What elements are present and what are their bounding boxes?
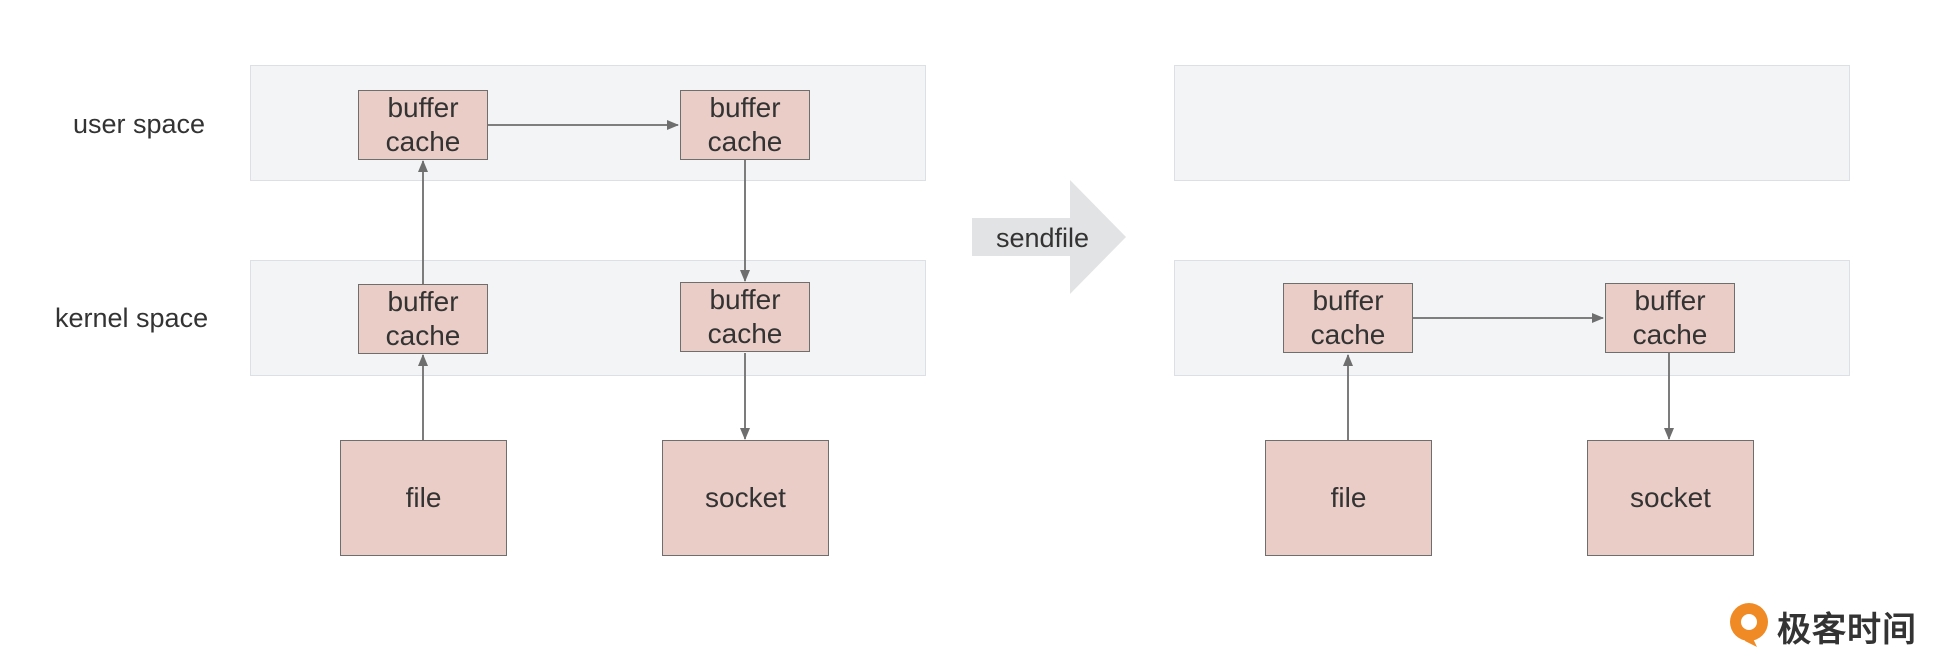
right-socket-box: socket [1587, 440, 1754, 556]
socket-label: socket [705, 482, 786, 514]
box-line: cache [385, 126, 461, 157]
box-line: cache [1632, 319, 1708, 350]
box-line: buffer [387, 286, 459, 318]
box-line: buffer [1312, 285, 1384, 317]
box-line: cache [385, 320, 461, 351]
box-line: cache [1310, 319, 1386, 350]
geektime-logo: 极客时间 [1727, 601, 1917, 651]
box-line: cache [707, 318, 783, 349]
logo-text: 极客时间 [1777, 609, 1917, 650]
sendfile-arrow-icon [972, 180, 1126, 294]
box-line: cache [707, 126, 783, 157]
file-label: file [405, 482, 442, 514]
left-file-box: file [340, 440, 507, 556]
file-label: file [1330, 482, 1367, 514]
socket-label: socket [1630, 482, 1711, 514]
sendfile-label: sendfile [996, 223, 1090, 253]
user-space-label: user space [73, 109, 206, 139]
kernel-space-label: kernel space [55, 303, 209, 333]
right-user-space-band [1174, 65, 1850, 181]
box-line: buffer [709, 284, 781, 316]
box-line: buffer [1634, 285, 1706, 317]
box-line: buffer [387, 92, 459, 124]
logo-mark-icon [1730, 603, 1768, 647]
right-file-box: file [1265, 440, 1432, 556]
left-socket-box: socket [662, 440, 829, 556]
box-line: buffer [709, 92, 781, 124]
